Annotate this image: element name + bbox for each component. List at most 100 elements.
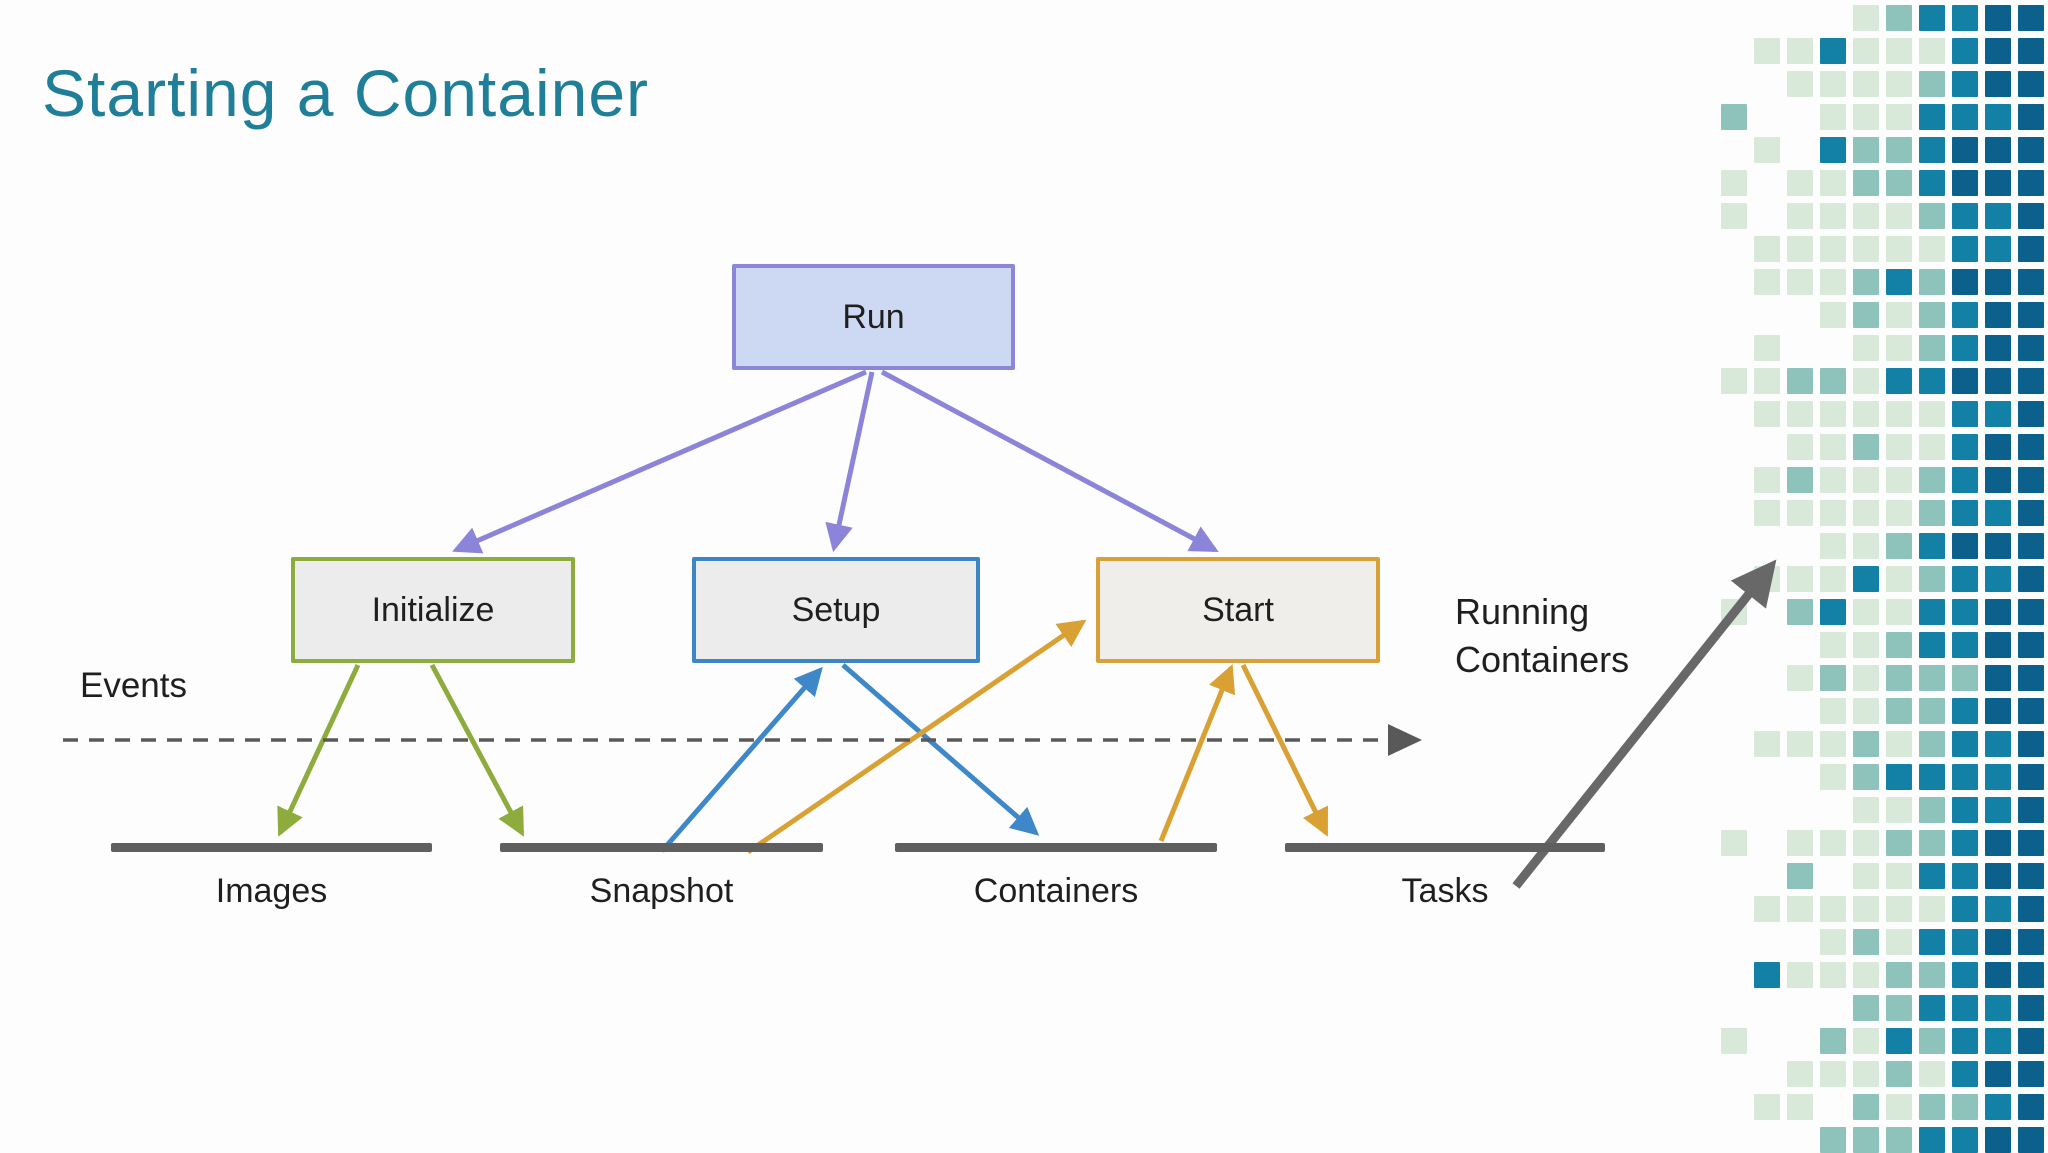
mosaic-cell [1820,830,1846,856]
mosaic-cell [1853,533,1879,559]
arrow-initialize-to-snapshot [429,663,525,837]
mosaic-cell [1919,368,1945,394]
arrow-snapshot-to-start [746,619,1087,855]
mosaic-cell [1952,929,1978,955]
mosaic-cell [1919,5,1945,31]
mosaic-cell [1853,599,1879,625]
mosaic-cell [1985,599,2011,625]
mosaic-cell [1886,896,1912,922]
mosaic-cell [1820,302,1846,328]
mosaic-cell [1985,236,2011,262]
mosaic-cell [1985,797,2011,823]
mosaic-cell [1886,335,1912,361]
mosaic-cell [1919,302,1945,328]
mosaic-cell [1919,962,1945,988]
mosaic-cell [1787,500,1813,526]
mosaic-cell [1886,467,1912,493]
mosaic-cell [1985,170,2011,196]
mosaic-cell [1886,434,1912,460]
mosaic-cell [1886,236,1912,262]
mosaic-cell [1820,500,1846,526]
mosaic-cell [1886,203,1912,229]
mosaic-cell [1820,962,1846,988]
mosaic-cell [1886,71,1912,97]
mosaic-cell [1985,1061,2011,1087]
mosaic-cell [1985,434,2011,460]
mosaic-cell [2018,1061,2044,1087]
mosaic-cell [2018,533,2044,559]
mosaic-cell [1952,368,1978,394]
mosaic-cell [1952,269,1978,295]
mosaic-cell [1952,731,1978,757]
arrow-run-to-setup [825,371,875,553]
mosaic-cell [1919,500,1945,526]
mosaic-cell [1919,38,1945,64]
mosaic-cell [1985,1127,2011,1153]
mosaic-cell [1985,302,2011,328]
mosaic-cell [2018,731,2044,757]
mosaic-cell [1952,995,1978,1021]
mosaic-cell [2018,632,2044,658]
node-setup-label: Setup [791,590,881,629]
node-start-label: Start [1202,590,1274,629]
mosaic-cell [1919,335,1945,361]
mosaic-cell [1985,929,2011,955]
mosaic-cell [1886,797,1912,823]
mosaic-cell [1787,401,1813,427]
mosaic-cell [1919,566,1945,592]
mosaic-cell [1919,797,1945,823]
mosaic-cell [1886,764,1912,790]
mosaic-cell [1853,896,1879,922]
mosaic-cell [1853,929,1879,955]
mosaic-cell [1853,863,1879,889]
lane-label-tasks: Tasks [1401,871,1489,910]
mosaic-cell [1886,566,1912,592]
mosaic-cell [1919,929,1945,955]
mosaic-cell [1754,896,1780,922]
mosaic-cell [1919,896,1945,922]
mosaic-cell [1886,929,1912,955]
mosaic-cell [1985,401,2011,427]
lane-bar-images [111,843,432,852]
mosaic-cell [1853,170,1879,196]
mosaic-cell [1985,731,2011,757]
mosaic-cell [2018,269,2044,295]
mosaic-cell [1886,830,1912,856]
mosaic-cell [1853,5,1879,31]
mosaic-cell [1919,830,1945,856]
mosaic-cell [1919,599,1945,625]
mosaic-cell [2018,71,2044,97]
mosaic-cell [1787,863,1813,889]
running-containers-label: Running Containers [1455,591,1630,680]
mosaic-cell [1820,599,1846,625]
mosaic-cell [1952,1061,1978,1087]
mosaic-cell [1820,104,1846,130]
mosaic-cell [1952,203,1978,229]
mosaic-cell [1919,1061,1945,1087]
mosaic-cell [1820,1127,1846,1153]
arrow-initialize-to-images [277,663,361,837]
events-label: Events [80,666,187,705]
mosaic-cell [1787,962,1813,988]
mosaic-cell [1787,896,1813,922]
mosaic-cell [1853,500,1879,526]
mosaic-cell [1754,1094,1780,1120]
mosaic-cell [1886,1127,1912,1153]
mosaic-cell [1919,236,1945,262]
mosaic-cell [1820,467,1846,493]
mosaic-cell [1952,665,1978,691]
mosaic-cell [1853,1094,1879,1120]
mosaic-cell [1919,71,1945,97]
mosaic-cell [1721,830,1747,856]
mosaic-cell [1820,533,1846,559]
mosaic-cell [1886,632,1912,658]
mosaic-cell [1952,566,1978,592]
mosaic-cell [2018,401,2044,427]
mosaic-cell [2018,863,2044,889]
mosaic-cell [1754,137,1780,163]
mosaic-cell [1754,38,1780,64]
mosaic-cell [1919,467,1945,493]
mosaic-cell [1919,137,1945,163]
mosaic-cell [1952,599,1978,625]
